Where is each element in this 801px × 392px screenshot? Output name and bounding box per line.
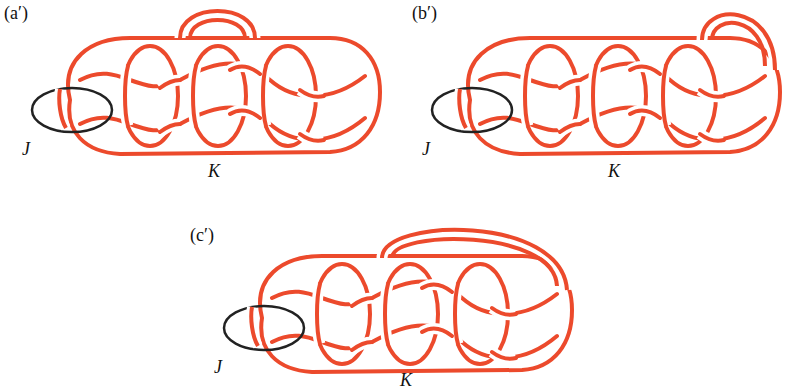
panel-label: (b′) (412, 4, 437, 22)
knot-label: K (208, 162, 220, 180)
panel-label: (c′) (190, 226, 214, 244)
knot-label: K (608, 162, 620, 180)
panel-label: (a′) (4, 4, 28, 22)
curve-label: J (422, 140, 430, 158)
curve-label: J (22, 140, 30, 158)
knot-label: K (400, 371, 412, 389)
curve-label: J (214, 358, 222, 376)
